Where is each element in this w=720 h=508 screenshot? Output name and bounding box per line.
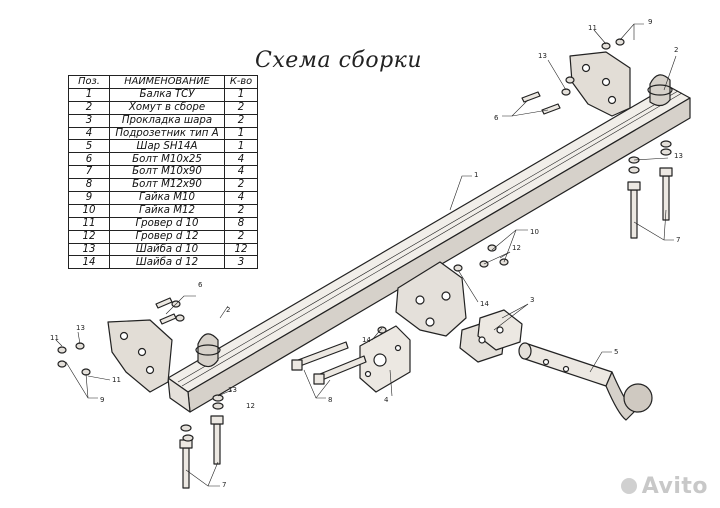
bolts-m12x90 [291, 341, 367, 385]
right-clamp [647, 74, 673, 107]
watermark-logo-icon [620, 478, 637, 494]
left-bracket [107, 319, 173, 393]
callout-14-b: 14 [362, 336, 371, 344]
parts-table-header: Поз. НАИМЕНОВАНИЕ К-во [68, 75, 258, 89]
left-clamp [195, 333, 221, 368]
right-bracket [569, 51, 631, 117]
callout-labels: 1 2 2 3 4 5 6 6 7 7 8 9 9 10 11 11 11 12… [50, 18, 683, 489]
callout-4: 4 [384, 396, 389, 404]
callout-9-right: 9 [648, 18, 652, 26]
callout-6-right: 6 [494, 114, 499, 122]
callout-6-left: 6 [198, 281, 203, 289]
callout-2-left: 2 [226, 306, 230, 314]
callout-11-left-bottom: 11 [112, 376, 121, 384]
tow-beam [167, 85, 691, 413]
callout-8: 8 [328, 396, 332, 404]
callout-7-right: 7 [676, 236, 680, 244]
row-qty: 2 [224, 113, 258, 128]
leader-lines [55, 23, 677, 487]
callout-9-left: 9 [100, 396, 104, 404]
diagram-title: Схема сборки [255, 48, 422, 73]
callout-3: 3 [530, 296, 534, 304]
callout-13-left: 13 [76, 324, 85, 332]
bolts-m10x90-right [627, 167, 673, 239]
callout-7-left: 7 [222, 481, 226, 489]
callout-12-b: 12 [246, 402, 255, 410]
row-qty: 3 [224, 255, 258, 270]
callout-10: 10 [530, 228, 539, 236]
callout-11-right: 11 [588, 24, 597, 32]
callout-11-left-top: 11 [50, 334, 59, 342]
socket-plate [359, 325, 411, 393]
tow-ball [518, 342, 653, 421]
short-bolts-m10x25 [155, 91, 561, 325]
callout-13-right: 13 [674, 152, 683, 160]
callout-13-top: 13 [538, 52, 547, 60]
ball-spacers [459, 309, 523, 363]
watermark: Avito [620, 474, 708, 499]
center-ball-mount [395, 261, 467, 337]
callout-14-a: 14 [480, 300, 489, 308]
callout-12-a: 12 [512, 244, 521, 252]
callout-13-bottom: 13 [228, 386, 237, 394]
watermark-text: Avito [641, 474, 708, 499]
callout-2-right: 2 [674, 46, 678, 54]
callout-1: 1 [474, 171, 478, 179]
callout-5: 5 [614, 348, 618, 356]
